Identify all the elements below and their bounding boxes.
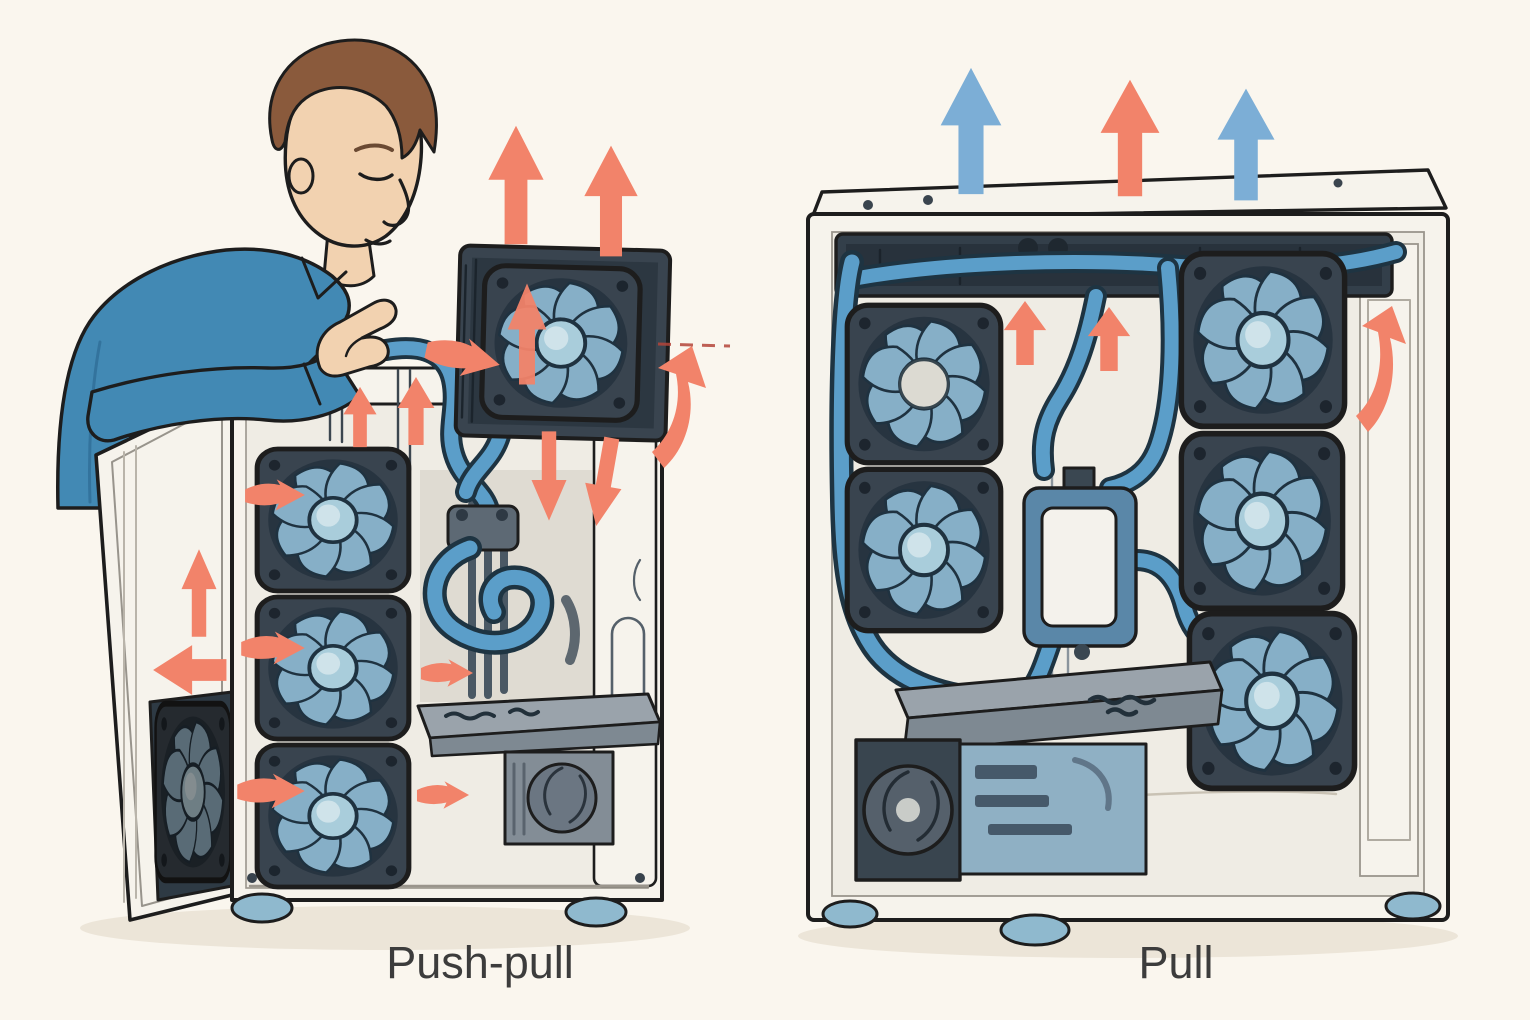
push-pull-label: Push-pull (386, 937, 574, 988)
cpu-water-block (1022, 466, 1138, 660)
cooling-fan (257, 449, 409, 591)
case-shadow (798, 914, 1458, 958)
top-exhaust-fan-unit (453, 243, 673, 443)
psu (503, 750, 615, 846)
psu (854, 738, 962, 882)
gpu-shelf (416, 692, 662, 758)
technician-hair (268, 38, 438, 160)
front-intake-fans (257, 449, 409, 887)
left-case-side-panel (94, 388, 234, 922)
gpu-shelf (894, 660, 1224, 754)
technician-arm (86, 298, 398, 443)
cooling-fan (847, 469, 1001, 630)
left-fan-column (847, 305, 1001, 630)
hot-air-curved-arrow (1356, 306, 1406, 432)
hot-air-up-arrow (488, 125, 544, 245)
cool-air-up-arrow (940, 67, 1002, 195)
pull-figure (798, 67, 1458, 958)
alignment-dashed-line (657, 342, 731, 348)
motherboard-panel (958, 742, 1148, 876)
fan-hub-plain (898, 358, 950, 410)
cooling-fan (257, 597, 409, 739)
cooling-fan (1181, 254, 1344, 427)
cooling-fan (1181, 434, 1342, 609)
case-feet (821, 891, 1442, 947)
hot-air-curved-arrow (652, 346, 706, 468)
push-pull-figure (56, 38, 731, 950)
closed-eye (358, 172, 394, 182)
technician-hand (315, 298, 398, 378)
side-intake-fan (156, 704, 231, 881)
technician-ear (287, 157, 315, 195)
cooling-fan (481, 265, 640, 421)
forearm-sleeve (86, 350, 362, 443)
case-shadow (80, 906, 690, 950)
hot-air-up-arrow (584, 145, 638, 257)
airflow-arrows (153, 125, 706, 809)
mouth (364, 238, 392, 246)
pull-label: Pull (1138, 937, 1213, 988)
nose (382, 178, 411, 227)
eyebrow (354, 143, 394, 152)
cooling-fan (257, 745, 409, 887)
case-feet (230, 892, 628, 928)
shirt-collar (300, 256, 348, 300)
airflow-arrows (940, 67, 1406, 432)
